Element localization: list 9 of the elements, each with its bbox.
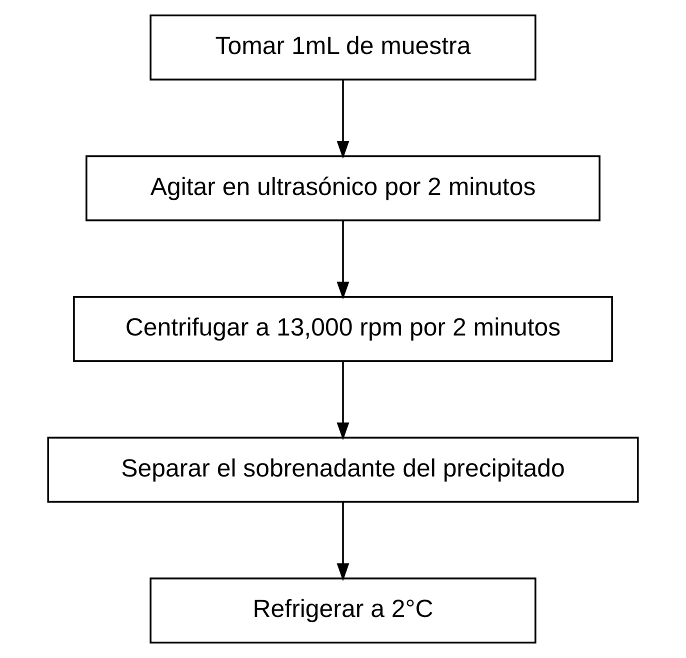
- arrow: [336, 80, 350, 159]
- node-box: Centrifugar a 13,000 rpm por 2 minutos: [73, 296, 613, 362]
- arrow: [336, 361, 350, 440]
- arrow: [336, 220, 350, 300]
- node-box: Refrigerar a 2°C: [150, 578, 536, 644]
- node-box: Separar el sobrenadante del precipitado: [47, 436, 639, 503]
- node-box: Agitar en ultrasónico por 2 minutos: [86, 155, 600, 222]
- node-box: Tomar 1mL de muestra: [150, 14, 536, 80]
- arrow: [336, 502, 350, 582]
